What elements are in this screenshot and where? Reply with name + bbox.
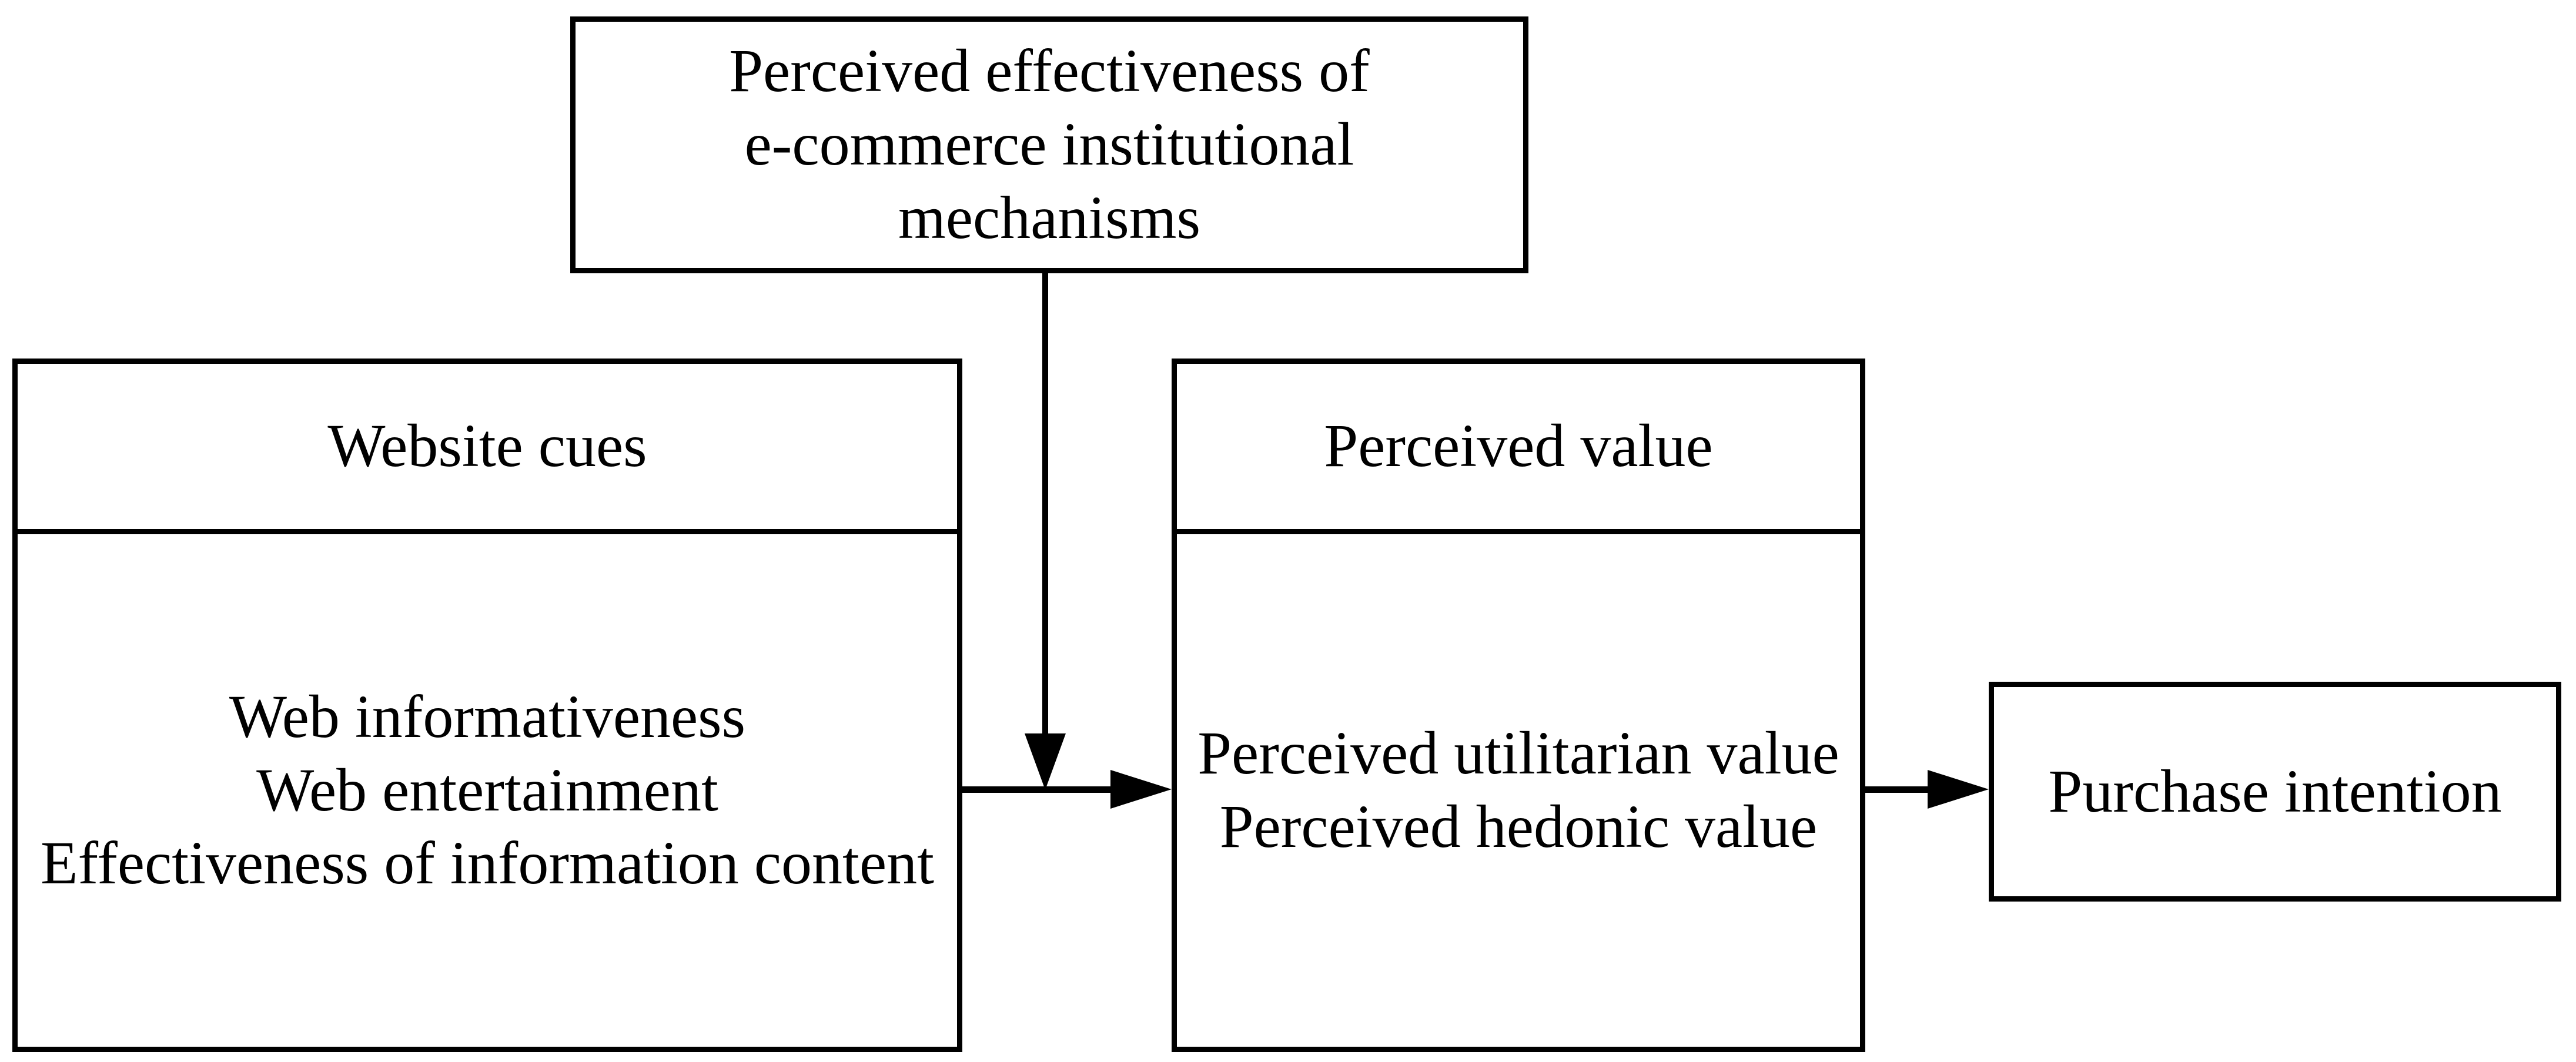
perceived-value-to-purchase-intention-arrow-shaft xyxy=(1862,786,1931,793)
purchase-intention-box: Purchase intention xyxy=(1989,682,2561,902)
purchase-intention-label: Purchase intention xyxy=(2048,757,2502,825)
perceived-value-box: Perceived value Perceived utilitarian va… xyxy=(1172,359,1865,1052)
institutional-mechanisms-label-line-3: mechanisms xyxy=(898,183,1201,252)
website-cues-body: Web informativeness Web entertainment Ef… xyxy=(18,534,957,1047)
website-cues-to-perceived-value-arrowhead xyxy=(1110,770,1172,809)
website-cues-item-2: Web entertainment xyxy=(256,756,718,824)
institutional-to-junction-arrow-shaft xyxy=(1042,270,1048,733)
institutional-mechanisms-label-line-1: Perceived effectiveness of xyxy=(729,37,1370,105)
perceived-value-header: Perceived value xyxy=(1177,364,1860,534)
perceived-value-body: Perceived utilitarian value Perceived he… xyxy=(1177,534,1860,1047)
website-cues-item-3: Effectiveness of information content xyxy=(40,829,935,897)
website-cues-item-1: Web informativeness xyxy=(229,682,746,751)
institutional-mechanisms-label: Perceived effectiveness of e-commerce in… xyxy=(729,35,1370,254)
institutional-to-junction-arrowhead xyxy=(1025,733,1066,790)
perceived-value-item-2: Perceived hedonic value xyxy=(1219,793,1818,860)
website-cues-box: Website cues Web informativeness Web ent… xyxy=(12,359,962,1052)
institutional-mechanisms-box: Perceived effectiveness of e-commerce in… xyxy=(570,16,1528,273)
perceived-value-to-purchase-intention-arrowhead xyxy=(1928,770,1989,809)
website-cues-to-perceived-value-arrow-shaft xyxy=(959,786,1113,793)
institutional-mechanisms-label-line-2: e-commerce institutional xyxy=(744,110,1354,179)
perceived-value-item-1: Perceived utilitarian value xyxy=(1197,719,1839,788)
website-cues-header: Website cues xyxy=(18,364,957,534)
